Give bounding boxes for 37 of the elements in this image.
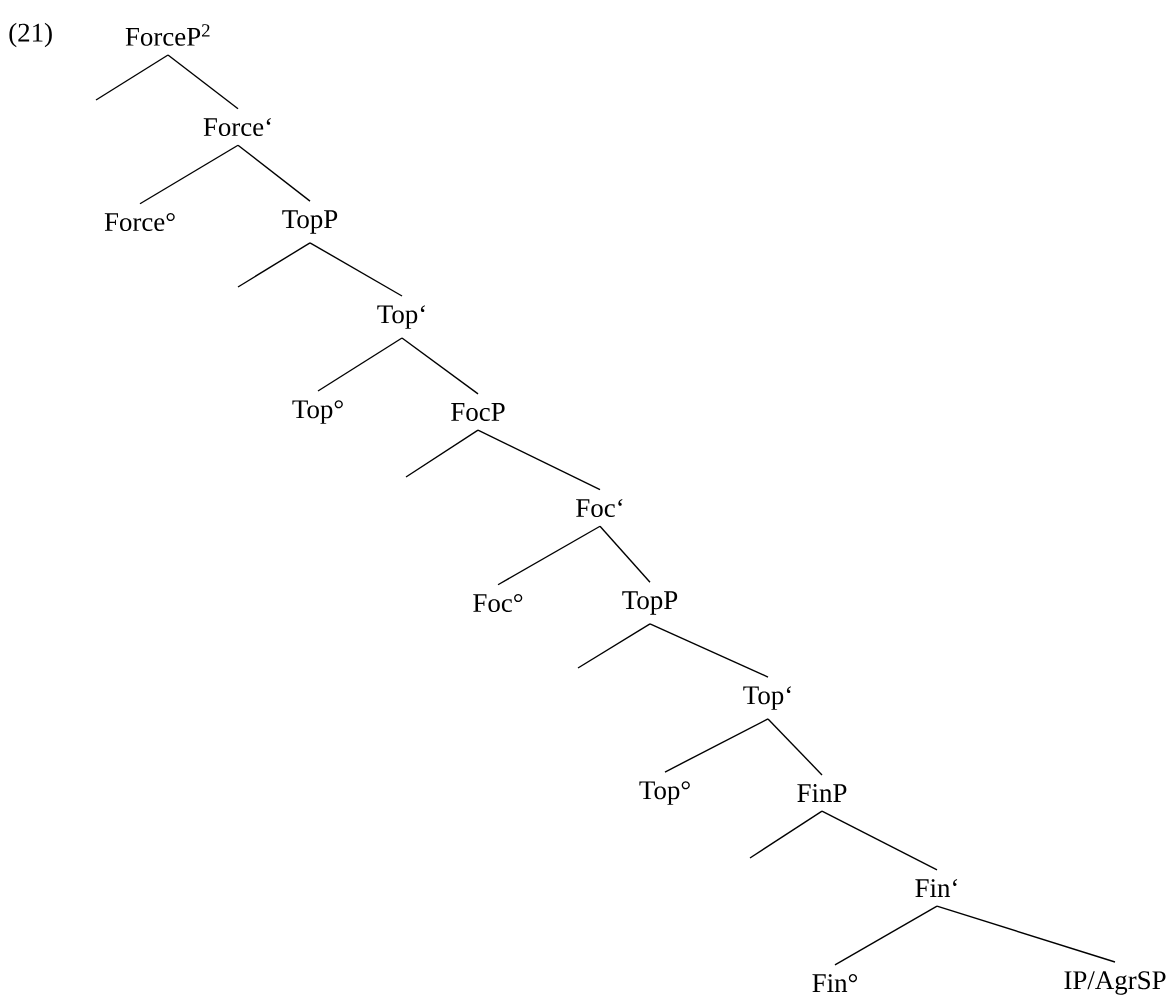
tree-label: FinP bbox=[797, 784, 847, 802]
tree-label: ForceP$^{2}$ bbox=[125, 24, 210, 46]
branch-line bbox=[767, 718, 823, 776]
branch-line bbox=[401, 337, 479, 395]
branch-line bbox=[237, 242, 311, 288]
branch-line bbox=[649, 623, 769, 678]
tree-label: Force° bbox=[104, 212, 175, 232]
branch-line bbox=[749, 810, 823, 859]
tree-label: Force‘ bbox=[203, 117, 271, 137]
tree-label: Top° bbox=[292, 400, 343, 424]
tree-label: Fin° bbox=[812, 974, 857, 992]
tree-label: TopP bbox=[282, 210, 338, 234]
branch-line bbox=[309, 242, 403, 297]
branch-line bbox=[237, 144, 311, 202]
tree-label: Top° bbox=[639, 781, 690, 805]
branch-line bbox=[477, 429, 601, 491]
tree-label: IP/AgrSP bbox=[1064, 971, 1166, 995]
branch-line bbox=[599, 525, 651, 583]
branch-line bbox=[317, 337, 403, 392]
branch-line bbox=[139, 144, 239, 205]
branch-line bbox=[664, 718, 769, 773]
tree-label: Top‘ bbox=[743, 686, 791, 710]
example-number: (21) bbox=[9, 22, 52, 48]
tree-label: Foc° bbox=[473, 593, 523, 613]
tree-label: Top‘ bbox=[377, 305, 425, 329]
branch-line bbox=[834, 905, 938, 966]
branch-line bbox=[405, 429, 479, 478]
branch-line bbox=[167, 54, 239, 110]
tree-label: FocP bbox=[451, 403, 505, 421]
tree-label: TopP bbox=[622, 591, 678, 615]
tree-label: Fin‘ bbox=[915, 879, 958, 897]
branch-line bbox=[577, 623, 651, 669]
branch-line bbox=[497, 525, 601, 586]
branch-line bbox=[95, 54, 169, 101]
branch-line bbox=[936, 905, 1116, 963]
branch-line bbox=[821, 810, 938, 871]
tree-label: Foc‘ bbox=[576, 498, 623, 518]
